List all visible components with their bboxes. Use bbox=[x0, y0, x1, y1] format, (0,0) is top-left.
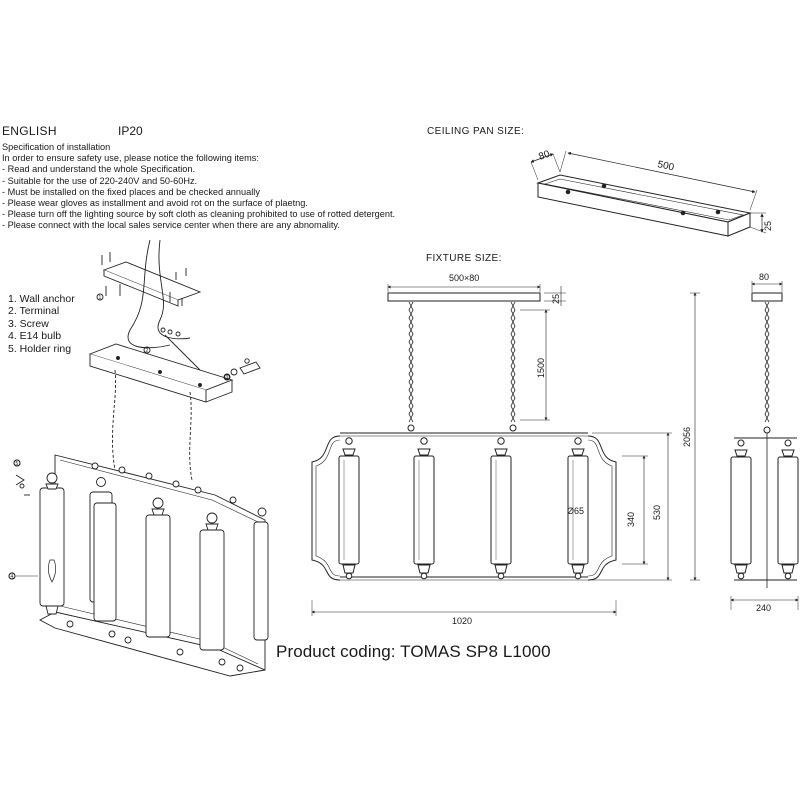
legend-item-wall-anchor: 1. Wall anchor bbox=[8, 293, 75, 305]
exploded-lamp-5 bbox=[253, 507, 269, 641]
callout-holder-ring: 5 bbox=[16, 461, 19, 467]
pan-dim-width: 80 bbox=[537, 149, 552, 163]
fixture-dim-total-height: 2056 bbox=[682, 427, 692, 447]
fixture-dim-frame-height: 530 bbox=[652, 505, 662, 520]
pan-dim-height: 25 bbox=[763, 221, 773, 231]
specification-line: - Must be installed on the fixed places … bbox=[2, 186, 260, 197]
specification-line: - Suitable for the use of 220-240V and 5… bbox=[2, 175, 198, 186]
specification-block: Specification of installation In order t… bbox=[2, 142, 395, 232]
lamp-front-2 bbox=[413, 437, 435, 580]
specification-line: - Read and understand the whole Specific… bbox=[2, 164, 196, 175]
legend-item-screw: 3. Screw bbox=[8, 317, 49, 330]
exploded-lamp-1 bbox=[39, 472, 65, 615]
lamp-side-2 bbox=[777, 439, 799, 580]
callout-wall-anchor: 1 bbox=[99, 295, 102, 301]
specification-line: - Please connect with the local sales se… bbox=[2, 220, 340, 231]
fixture-size-title: FIXTURE SIZE: bbox=[426, 253, 502, 264]
fixture-dim-shade-diameter: Ø65 bbox=[567, 506, 584, 516]
chain-right bbox=[510, 301, 516, 423]
callout-terminal: 2 bbox=[146, 348, 149, 354]
side-dim-canopy: 80 bbox=[759, 272, 769, 282]
ip-rating: IP20 bbox=[118, 124, 143, 138]
legend-item-terminal: 2. Terminal bbox=[8, 305, 60, 318]
exploded-view bbox=[8, 239, 269, 677]
legend-item-bulb: 4. E14 bulb bbox=[8, 330, 62, 343]
fixture-dim-canopy: 500×80 bbox=[449, 273, 479, 283]
fixture-side-view bbox=[730, 281, 799, 610]
specification-line: - Please wear gloves as installment and … bbox=[2, 198, 308, 209]
fixture-dim-shade-height: 340 bbox=[626, 512, 636, 527]
exploded-lamp-2 bbox=[89, 477, 117, 622]
specification-line: - Please turn off the lighting source by… bbox=[2, 209, 396, 220]
ceiling-pan-drawing bbox=[530, 150, 767, 237]
ceiling-pan-title: CEILING PAN SIZE: bbox=[427, 126, 525, 137]
language-label: ENGLISH bbox=[2, 124, 57, 138]
legend-item-holder-ring: 5. Holder ring bbox=[8, 342, 72, 355]
exploded-lamp-3 bbox=[145, 497, 171, 638]
chain-left bbox=[408, 301, 414, 423]
fixture-dim-chain: 1500 bbox=[536, 358, 546, 378]
lamp-side-1 bbox=[730, 439, 752, 580]
side-dim-depth: 240 bbox=[756, 603, 771, 613]
product-coding: Product coding: TOMAS SP8 L1000 bbox=[276, 642, 551, 661]
specification-title: Specification of installation bbox=[2, 142, 111, 152]
fixture-front-view bbox=[311, 284, 700, 616]
exploded-lamp-4 bbox=[199, 512, 225, 651]
lamp-front-1 bbox=[338, 437, 360, 580]
lamp-front-4 bbox=[567, 437, 589, 580]
specification-line: In order to ensure safety use, please no… bbox=[2, 153, 259, 164]
parts-legend: 1. Wall anchor 2. Terminal 3. Screw 4. E… bbox=[8, 293, 75, 355]
fixture-dim-width: 1020 bbox=[452, 616, 472, 626]
callout-screw: 3 bbox=[226, 375, 229, 381]
fixture-dim-canopy-height: 25 bbox=[551, 294, 561, 304]
pan-dim-length: 500 bbox=[656, 159, 675, 173]
lamp-front-3 bbox=[490, 437, 512, 580]
callout-bulb: 4 bbox=[11, 574, 14, 580]
